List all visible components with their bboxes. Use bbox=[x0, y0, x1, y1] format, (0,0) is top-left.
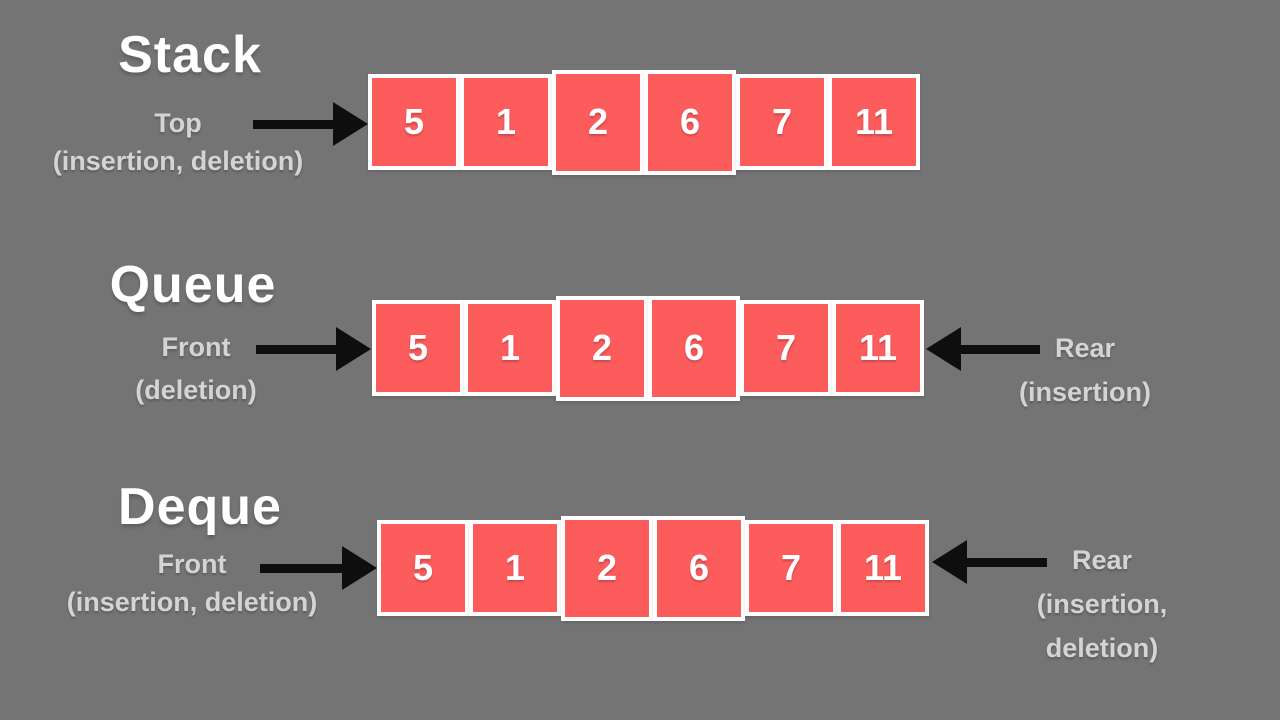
stack-top-arrow-icon bbox=[253, 102, 368, 146]
arrow-head-right-icon bbox=[342, 546, 377, 590]
arrow-stem bbox=[253, 119, 333, 129]
queue-front-arrow-icon bbox=[256, 327, 371, 371]
deque-front-label: Front (insertion, deletion) bbox=[67, 545, 318, 621]
stack-top-label-line1: Top bbox=[154, 108, 202, 138]
cell: 7 bbox=[745, 520, 837, 616]
deque-rear-label: Rear (insertion, deletion) bbox=[1037, 538, 1168, 670]
queue-front-label-line2: (deletion) bbox=[135, 375, 257, 405]
cell: 1 bbox=[464, 300, 556, 396]
cell: 11 bbox=[832, 300, 924, 396]
cell: 5 bbox=[372, 300, 464, 396]
deque-front-arrow-icon bbox=[260, 546, 377, 590]
cell: 6 bbox=[653, 515, 745, 621]
cell: 5 bbox=[377, 520, 469, 616]
queue-rear-label-line2: (insertion) bbox=[1019, 377, 1151, 407]
cell: 6 bbox=[644, 69, 736, 175]
queue-title: Queue bbox=[109, 256, 277, 314]
cell: 11 bbox=[828, 74, 920, 170]
arrow-head-left-icon bbox=[932, 540, 967, 584]
cell: 7 bbox=[736, 74, 828, 170]
deque-title: Deque bbox=[118, 478, 282, 536]
arrow-stem bbox=[967, 557, 1047, 567]
arrow-head-right-icon bbox=[333, 102, 368, 146]
stack-top-label-line2: (insertion, deletion) bbox=[52, 146, 304, 176]
cell: 11 bbox=[837, 520, 929, 616]
deque-front-label-line2: (insertion, deletion) bbox=[66, 587, 318, 617]
deque-rear-label-line3: deletion) bbox=[1045, 633, 1159, 663]
arrow-stem bbox=[256, 344, 336, 354]
cell: 1 bbox=[469, 520, 561, 616]
cell: 7 bbox=[740, 300, 832, 396]
cell: 2 bbox=[552, 69, 644, 175]
queue-rear-label: Rear (insertion) bbox=[1019, 326, 1151, 414]
stack-title: Stack bbox=[118, 26, 262, 84]
cell: 2 bbox=[556, 295, 648, 401]
cell: 5 bbox=[368, 74, 460, 170]
arrow-head-left-icon bbox=[926, 327, 961, 371]
queue-rear-label-line1: Rear bbox=[1054, 333, 1116, 363]
arrow-stem bbox=[961, 344, 1040, 354]
deque-front-label-line1: Front bbox=[157, 549, 227, 579]
cell: 2 bbox=[561, 515, 653, 621]
queue-front-label: Front (deletion) bbox=[135, 326, 257, 412]
deque-rear-label-line1: Rear bbox=[1071, 545, 1133, 575]
queue-front-label-line1: Front bbox=[161, 332, 231, 362]
cell: 6 bbox=[648, 295, 740, 401]
deque-rear-label-line2: (insertion, bbox=[1036, 589, 1168, 619]
arrow-head-right-icon bbox=[336, 327, 371, 371]
arrow-stem bbox=[260, 563, 342, 573]
cell: 1 bbox=[460, 74, 552, 170]
queue-rear-arrow-icon bbox=[926, 327, 1040, 371]
stack-top-label: Top (insertion, deletion) bbox=[53, 104, 304, 180]
deque-rear-arrow-icon bbox=[932, 540, 1047, 584]
